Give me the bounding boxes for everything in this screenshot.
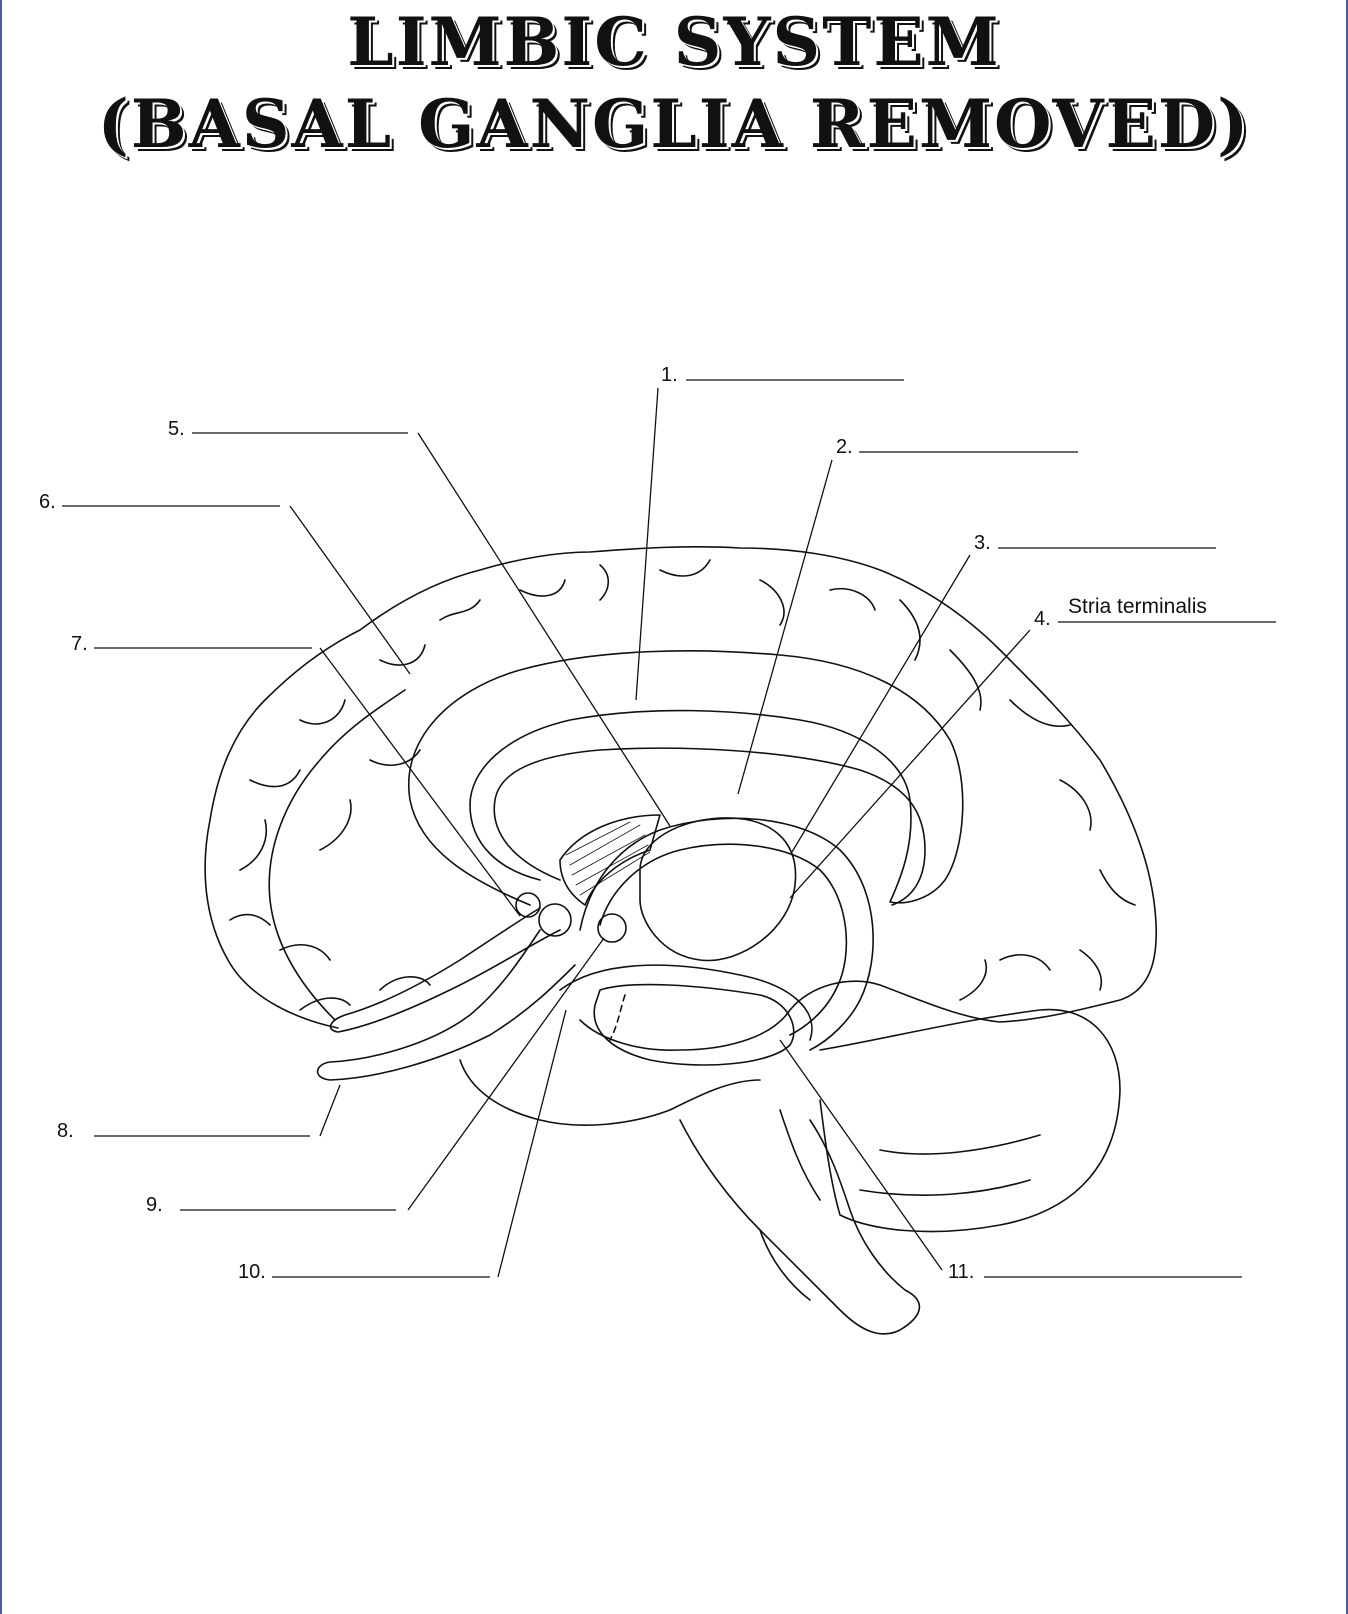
label-number-3: 3. bbox=[974, 532, 991, 554]
leader-5 bbox=[192, 432, 671, 827]
septum-pellucidum bbox=[559, 814, 661, 906]
title-line-2: (BASAL GANGLIA REMOVED) bbox=[97, 85, 1251, 163]
parahippocampal-gyrus bbox=[559, 964, 813, 1041]
leader-1 bbox=[635, 379, 904, 701]
hippocampus bbox=[593, 983, 795, 1066]
label-number-11: 11. bbox=[948, 1261, 975, 1283]
leader-2 bbox=[737, 451, 1078, 795]
leader-7 bbox=[94, 647, 521, 917]
anterior-nucleus bbox=[515, 892, 541, 918]
label-number-4: 4. bbox=[1034, 608, 1051, 630]
cingulate-gyrus bbox=[407, 650, 964, 906]
stria-terminalis bbox=[329, 907, 561, 1033]
temporal-lobe bbox=[459, 1059, 761, 1126]
leader-4 bbox=[789, 621, 1276, 899]
leader-8 bbox=[94, 1084, 341, 1137]
leader-6 bbox=[62, 505, 411, 675]
leader-10 bbox=[272, 1009, 567, 1278]
thalamus bbox=[639, 817, 797, 962]
label-answer-4: Stria terminalis bbox=[1068, 595, 1207, 618]
label-number-8: 8. bbox=[57, 1120, 74, 1142]
label-number-1: 1. bbox=[661, 364, 678, 386]
fornix bbox=[579, 817, 874, 1051]
mammillary-body bbox=[538, 903, 572, 937]
label-number-6: 6. bbox=[39, 491, 56, 513]
leader-11 bbox=[779, 1039, 1242, 1278]
leader-9 bbox=[180, 937, 605, 1211]
title-line-1: LIMBIC SYSTEM bbox=[347, 3, 1001, 81]
cerebellum bbox=[819, 1008, 1121, 1233]
cerebrum-outline bbox=[204, 545, 1158, 1052]
label-number-2: 2. bbox=[836, 436, 853, 458]
label-number-7: 7. bbox=[71, 633, 88, 655]
gyri bbox=[229, 559, 1136, 1011]
frontal-fold bbox=[268, 689, 406, 1021]
leader-3 bbox=[791, 547, 1216, 853]
brainstem bbox=[679, 1119, 921, 1335]
corpus-callosum bbox=[493, 747, 926, 906]
label-number-5: 5. bbox=[168, 418, 185, 440]
label-number-10: 10. bbox=[238, 1261, 266, 1283]
label-number-9: 9. bbox=[146, 1194, 163, 1216]
